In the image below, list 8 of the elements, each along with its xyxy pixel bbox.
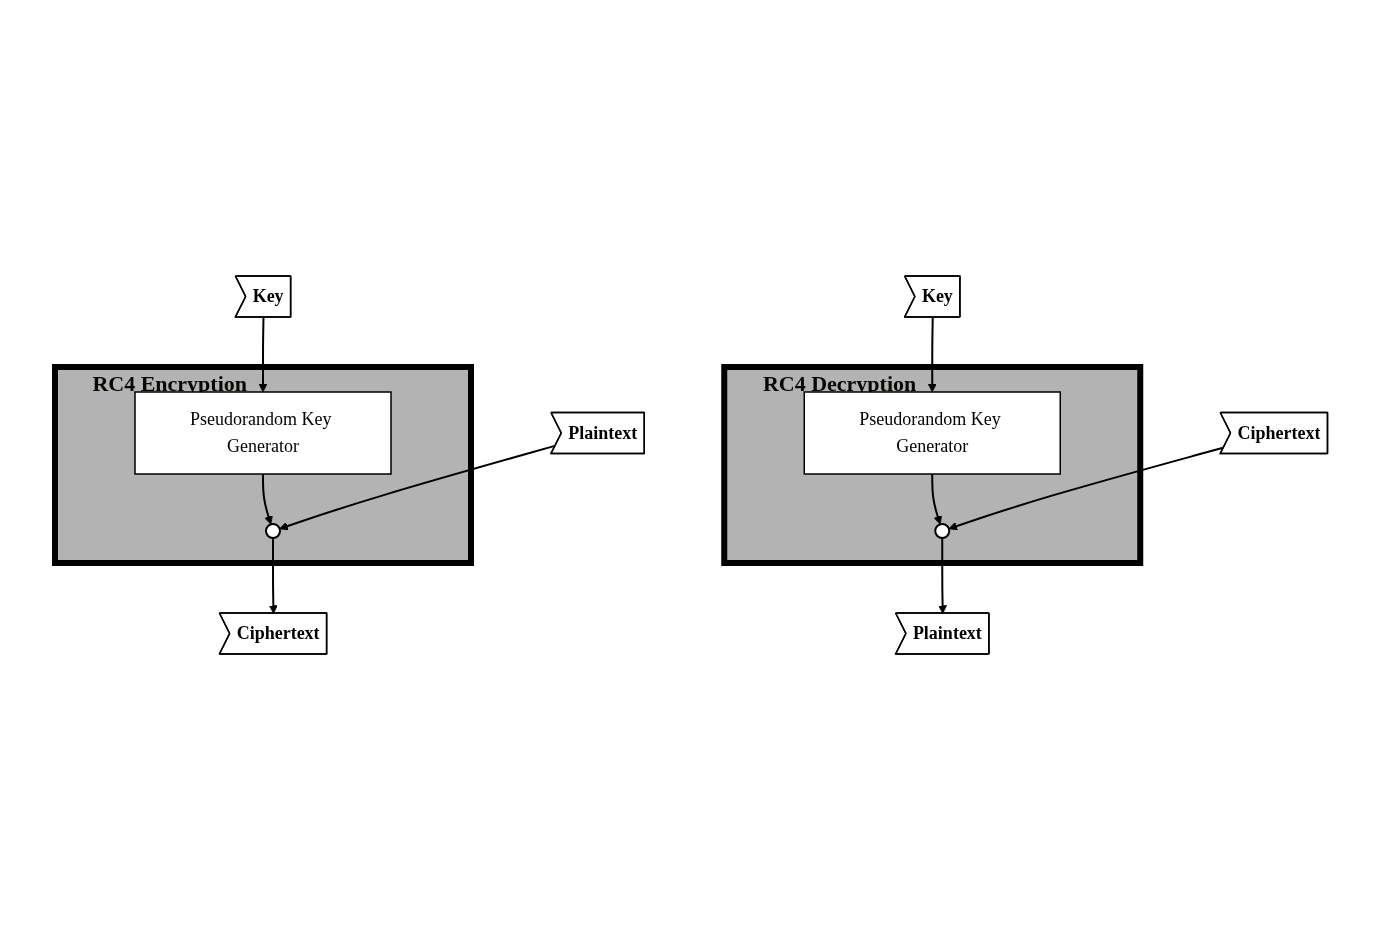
arrow bbox=[931, 473, 942, 525]
arrow bbox=[261, 473, 273, 525]
arrow bbox=[268, 537, 278, 614]
node-box: Pseudorandom Key Generator bbox=[134, 391, 392, 475]
arrow bbox=[937, 537, 947, 614]
node-box: Pseudorandom Key Generator bbox=[803, 391, 1061, 475]
node-circle bbox=[264, 523, 281, 539]
node-circle bbox=[934, 523, 950, 539]
